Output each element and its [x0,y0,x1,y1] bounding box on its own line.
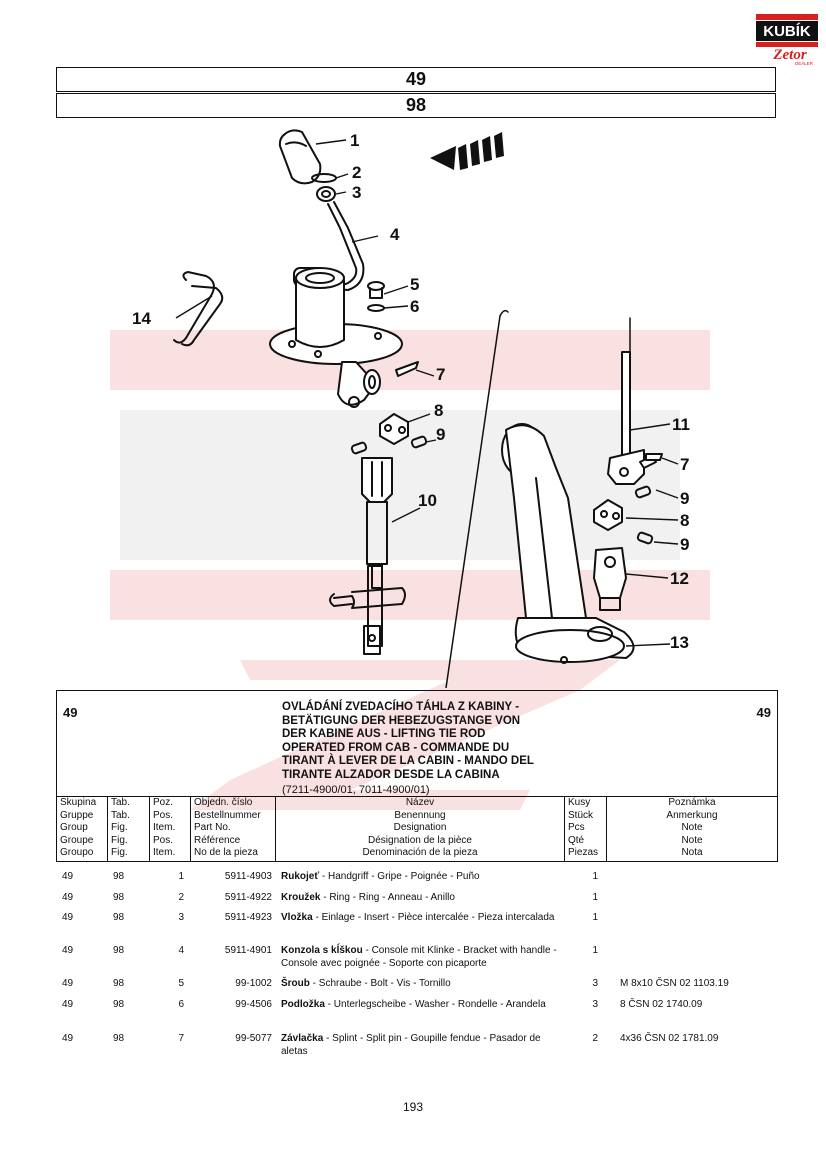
page-number: 193 [402,1100,424,1114]
callout-12: 12 [670,569,689,588]
part-clevis-base [593,547,627,611]
part-lift-arm [501,423,635,664]
group-number-box: 49 [56,67,776,92]
logo-brand-script: Zetor [772,47,806,63]
part-fork-rod [607,351,657,485]
assembly-title-line: OVLÁDÁNÍ ZVEDACÍHO TÁHLA Z KABINY - [282,701,520,713]
callout-9: 9 [436,425,445,444]
part-washer [367,304,385,312]
assembly-title-line: OPERATED FROM CAB - COMMANDE DU [282,741,510,754]
part-split-pin [395,361,419,377]
callout-9-right-lower: 9 [680,535,689,554]
logo-brand-sub: DEALER [795,61,814,66]
assembly-title-line: BETÄTIGUNG DER HEBEZUGSTANGE VON [282,714,521,727]
callout-7: 7 [436,365,445,384]
assembly-separator [445,315,501,688]
callout-4: 4 [390,225,400,244]
part-bolt [367,281,385,299]
callout-2: 2 [352,163,361,182]
kubik-zetor-logo: KUBÍK Zetor DEALER [756,14,818,66]
col-position: Poz.Pos.Item.Pos.Item. [150,797,191,861]
callout-8: 8 [434,401,443,420]
logo-brand-top: KUBÍK [763,23,811,40]
part-insert [316,186,336,202]
part-block [379,413,409,445]
part-console [269,201,403,408]
part-spring-clip [173,271,224,347]
callout-3: 3 [352,183,361,202]
part-clevis-rod [329,457,406,655]
col-table: Tab.Tab.Fig.Fig.Fig. [108,797,150,861]
assembly-title-line: DER KABINE AUS - LIFTING TIE ROD [282,728,486,740]
table-number-box: 98 [56,93,776,118]
exploded-parts-diagram: 1 2 3 4 5 6 7 8 9 10 14 11 7 9 8 9 12 13 [132,129,690,688]
assembly-info-box: 49 49 OVLÁDÁNÍ ZVEDACÍHO TÁHLA Z KABINY … [56,690,778,796]
assembly-title-line: TIRANTE ALZADOR DESDE LA CABINA [282,768,500,781]
part-pin [410,435,428,449]
callout-11: 11 [672,415,690,434]
info-group-right: 49 [756,705,771,720]
assembly-title-line: TIRANT À LEVER DE LA CABIN - MANDO DEL [282,755,534,767]
part-grip [278,129,322,185]
callout-7-right: 7 [680,455,689,474]
callout-10: 10 [418,491,437,510]
part-pin [350,441,368,455]
callout-1: 1 [350,131,359,150]
callout-8-right: 8 [680,511,689,530]
assembly-title: OVLÁDÁNÍ ZVEDACÍHO TÁHLA Z KABINY - BETÄ… [282,701,602,782]
model-codes: (7211-4900/01, 7011-4900/01) [282,784,430,796]
callout-13: 13 [670,633,689,652]
callout-9-right: 9 [680,489,689,508]
callout-5: 5 [410,275,419,294]
callout-6: 6 [410,297,419,316]
callout-14: 14 [132,309,151,328]
direction-arrow [430,132,504,170]
info-group-left: 49 [63,705,78,720]
